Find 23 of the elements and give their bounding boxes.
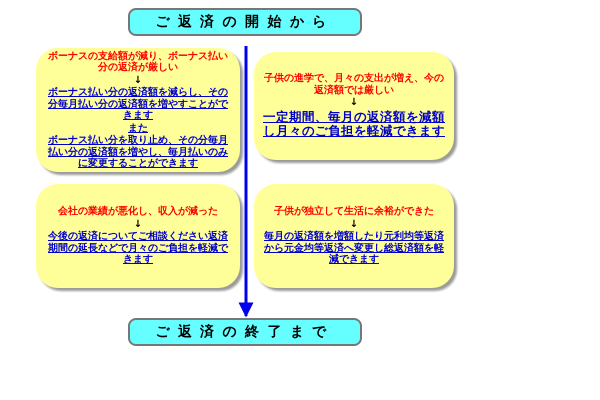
solution-text: 今後の返済についてご相談ください返済期間の延長などで月々のご負担を軽減できます xyxy=(47,231,230,266)
solution-text: ボーナス払い分の返済額を減らし、その分毎月払い分の返済額を増やすことができます xyxy=(46,87,230,122)
down-arrow-glyph: ↓ xyxy=(134,74,142,86)
title-banner xyxy=(128,318,362,346)
solution-text: また xyxy=(128,122,148,134)
situation-text: 子供が独立して生活に余裕ができた xyxy=(274,206,434,218)
rounded-card xyxy=(36,48,240,172)
banner-text: ご返済の終了まで xyxy=(155,322,335,342)
solution-text: ボーナス払い分を取り止め、その分毎月払い分の返済額を増やし、毎月払いのみに変更することができます xyxy=(46,135,229,170)
solution-text: 毎月の返済額を増額したり元利均等返済から元金均等返済へ変更し総返済額を軽減できます xyxy=(263,231,445,266)
down-arrow-glyph: ↓ xyxy=(134,218,142,230)
rounded-card xyxy=(254,184,454,288)
solution-text: 一定期間、毎月の返済額を減額し月々のご負担を軽減できます xyxy=(262,110,446,139)
banner-text: ご返済の開始から xyxy=(155,12,335,32)
rounded-card xyxy=(254,52,454,160)
down-arrow-glyph: ↓ xyxy=(350,97,358,109)
situation-text: 会社の業績が悪化し、収入が減った xyxy=(58,206,218,218)
situation-text: ボーナスの支給額が減り、ボーナス払い分の返済が厳しい xyxy=(47,50,229,74)
rounded-card xyxy=(36,184,240,288)
situation-text: 子供の進学で、月々の支出が増え、今の返済額では厳しい xyxy=(263,73,445,96)
down-arrow-glyph: ↓ xyxy=(350,218,358,230)
arrow xyxy=(238,46,254,318)
title-banner xyxy=(128,8,362,36)
